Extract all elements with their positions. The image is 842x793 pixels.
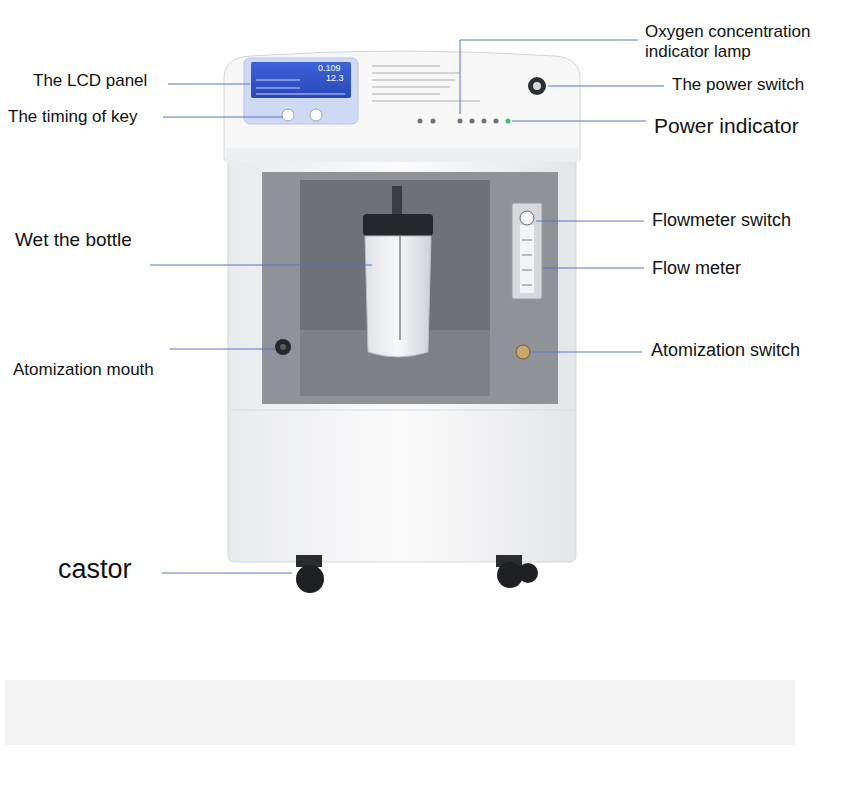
lcd-reading: 12.3 [326, 73, 344, 84]
part-label: Atomization mouth [13, 360, 154, 380]
part-label: Power indicator [654, 113, 799, 138]
part-label: The LCD panel [33, 71, 147, 91]
part-label: Oxygen concentration indicator lamp [645, 22, 837, 63]
part-label: The timing of key [8, 107, 137, 127]
part-label: Flowmeter switch [652, 210, 791, 232]
part-label: The power switch [672, 75, 804, 95]
part-label: Atomization switch [651, 340, 800, 362]
lcd-reading: 0.109 [318, 63, 341, 74]
part-label: castor [58, 553, 132, 585]
part-label: Flow meter [652, 258, 741, 280]
part-label: Wet the bottle [15, 229, 132, 252]
